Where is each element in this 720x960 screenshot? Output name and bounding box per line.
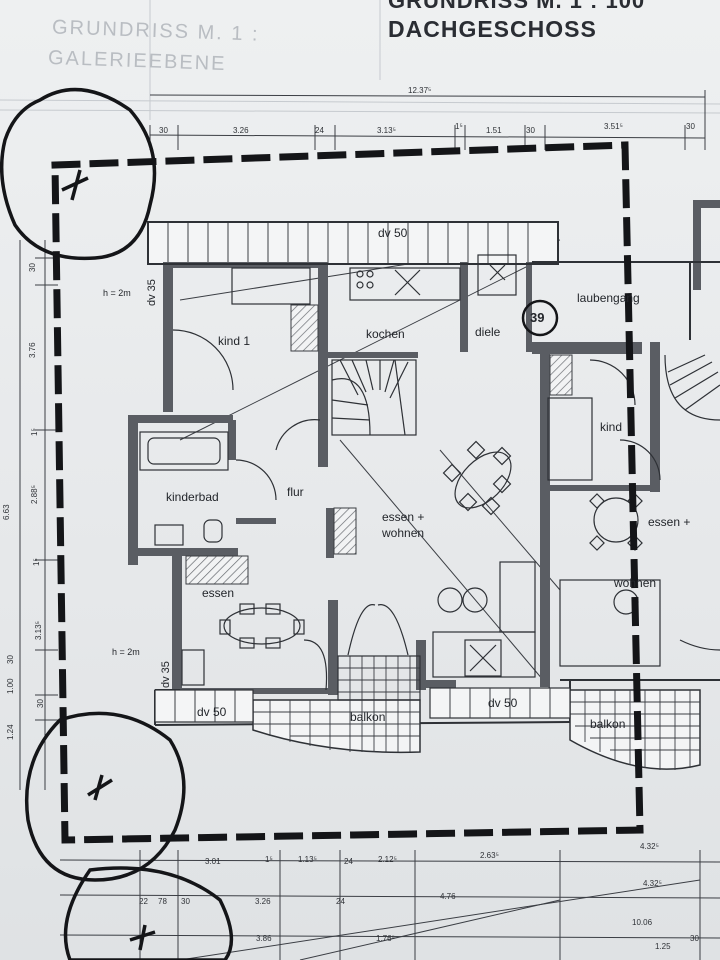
room-kind: kind [600, 420, 623, 434]
dim-left-8: 1.00 [6, 678, 15, 694]
dim-top-2: 24 [315, 126, 324, 135]
room-essen-right: essen + [648, 515, 691, 529]
dim-top-8: 30 [686, 122, 695, 131]
room-essen-wohnen-2: wohnen [382, 526, 425, 540]
stairs-left [331, 359, 417, 436]
dimension-lines-left [19, 240, 58, 790]
dim-top-total: 12.37⁵ [408, 86, 432, 95]
dining-table-lower [181, 603, 328, 691]
top-wall-strip [147, 221, 559, 265]
dimension-lines-top [149, 90, 706, 150]
room-balkon-right: balkon [590, 717, 626, 731]
stairs-right [664, 354, 720, 421]
label-dv35-top: dv 35 [146, 279, 158, 306]
shafts [185, 304, 573, 585]
dim-left-5: 1⁵ [32, 558, 41, 566]
dim-bottom-r1-2: 1.13⁵ [298, 855, 317, 864]
plan-title-line2: DACHGESCHOSS [388, 16, 597, 42]
dim-top-6: 30 [526, 126, 535, 135]
right-unit-furniture [547, 359, 720, 667]
dim-left-0: 30 [28, 263, 37, 272]
label-h2m-bottom: h = 2m [112, 647, 140, 657]
dim-left-6: 3.13⁵ [34, 621, 43, 640]
room-kinderbad: kinderbad [166, 490, 219, 504]
room-balkon: balkon [350, 710, 386, 724]
dim-bottom-r1-1: 1⁵ [265, 855, 273, 864]
room-kochen: kochen [366, 327, 405, 341]
dim-bottom-r3-1: 1.76⁵ [376, 934, 395, 943]
dim-bottom-r1-6: 4.32⁵ [640, 842, 659, 851]
room-essen: essen [202, 586, 235, 600]
dim-top-0: 30 [159, 126, 168, 135]
room-wohnen-right: wohnen [614, 576, 657, 590]
ghost-grid [0, 0, 720, 120]
tree-top-left [0, 87, 157, 261]
tree-bottom [63, 866, 234, 960]
kinderbad-fixtures [139, 419, 321, 546]
dim-left-3: 2.88⁵ [30, 485, 39, 504]
dim-bottom-r3-3: 30 [690, 934, 699, 943]
dim-bottom-r2-5: 4.76 [440, 892, 456, 901]
dim-top-4: 1⁵ [455, 122, 463, 131]
label-dv50-bottom-left: dv 50 [197, 705, 227, 719]
bottom-wall-strip [154, 687, 571, 723]
dim-top-7: 3.51⁵ [604, 122, 623, 131]
dim-bottom-r2-4: 24 [336, 897, 345, 906]
tree-bottom-left [24, 711, 186, 882]
dim-left-9: 30 [36, 699, 45, 708]
label-dv50-top: dv 50 [378, 226, 408, 240]
dim-left-1: 3.76 [28, 342, 37, 358]
dim-top-3: 3.13⁵ [377, 126, 396, 135]
dim-bottom-r2-7: 10.06 [632, 918, 653, 927]
dim-bottom-r3-2: 1.25 [655, 942, 671, 951]
dim-bottom-r2-0: 22 [139, 897, 148, 906]
dim-bottom-r2-1: 78 [158, 897, 167, 906]
room-laubengang: laubengang [577, 291, 640, 305]
label-dv50-bottom-middle: dv 50 [488, 696, 518, 710]
balcony-left [252, 655, 421, 754]
label-h2m-top: h = 2m [103, 288, 131, 298]
unit-number-badge: 39 [530, 310, 545, 325]
room-diele: diele [475, 325, 501, 339]
room-essen-wohnen-1: essen + [382, 510, 425, 524]
room-kind-1: kind 1 [218, 334, 251, 348]
dim-bottom-r2-6: 4.32⁵ [643, 879, 662, 888]
dim-left-4: 6.63 [2, 504, 11, 520]
dim-left-7: 30 [6, 655, 15, 664]
property-boundary [51, 141, 644, 844]
dining-table-main [442, 440, 512, 516]
dim-bottom-r3-0: 3.86 [256, 934, 272, 943]
living-furniture [347, 561, 536, 678]
dim-bottom-r2-3: 3.26 [255, 897, 271, 906]
dim-bottom-r2-2: 30 [181, 897, 190, 906]
dim-bottom-r1-4: 2.12⁵ [378, 855, 397, 864]
badge-circle [521, 299, 559, 337]
label-dv35-bottom: dv 35 [160, 661, 172, 688]
dim-bottom-r1-3: 24 [344, 857, 353, 866]
dim-bottom-r1-0: 3.01 [205, 857, 221, 866]
kitchen-fixtures [349, 254, 517, 301]
kind1-furniture [172, 267, 311, 391]
dim-left-2: 1⁵ [30, 428, 39, 436]
room-flur: flur [287, 485, 304, 499]
plan-title-line1: GRUNDRISS M. 1 : 100 [388, 0, 646, 13]
dim-top-5: 1.51 [486, 126, 502, 135]
dim-left-10: 1.24 [6, 724, 15, 740]
roof-lines [179, 239, 561, 701]
dim-top-1: 3.26 [233, 126, 249, 135]
dim-bottom-r1-5: 2.63⁵ [480, 851, 499, 860]
